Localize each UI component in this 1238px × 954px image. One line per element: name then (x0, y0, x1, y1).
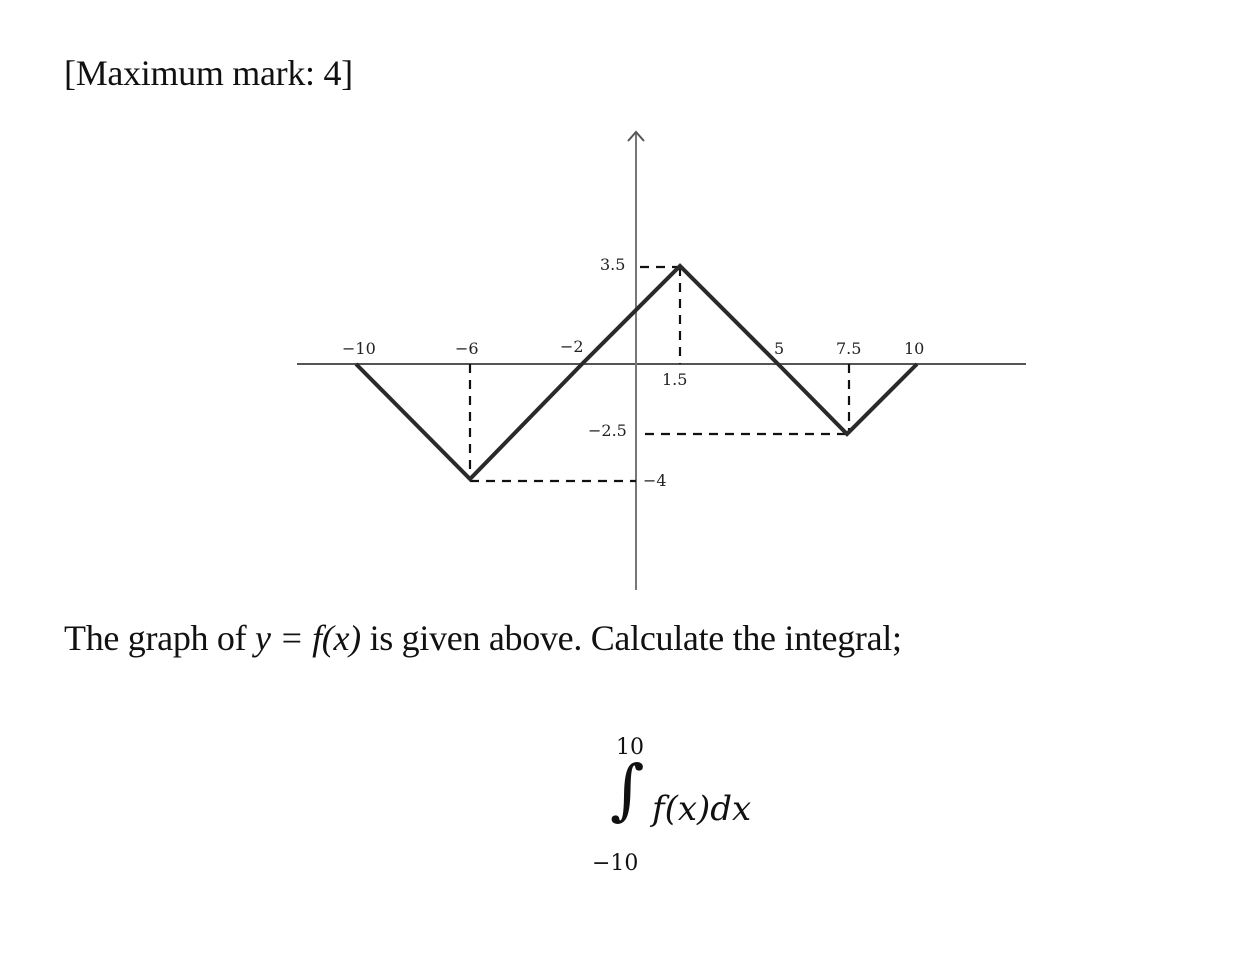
y-label-neg2.5: −2.5 (588, 421, 627, 440)
x-label-7.5: 7.5 (836, 339, 861, 358)
y-label-3.5: 3.5 (600, 255, 625, 274)
function-expression: y = f(x) (255, 618, 361, 658)
question-text: The graph of y = f(x) is given above. Ca… (64, 617, 902, 659)
x-label-10: 10 (904, 339, 924, 358)
integral-expression: 10 ∫ −10 f(x)dx (580, 735, 820, 885)
x-label-neg6: −6 (455, 339, 479, 358)
question-prefix: The graph of (64, 618, 256, 658)
x-label-1.5: 1.5 (662, 370, 687, 389)
y-label-neg4: −4 (643, 471, 667, 490)
integral-sign-icon: ∫ (610, 751, 645, 828)
integrand: f(x)dx (652, 789, 752, 829)
x-label-neg10: −10 (342, 339, 376, 358)
function-line (354, 263, 919, 482)
integral-lower-limit: −10 (592, 851, 639, 876)
y-axis-arrow-icon (627, 130, 645, 142)
question-suffix: is given above. Calculate the integral; (360, 618, 902, 658)
integral-upper-limit: 10 (616, 735, 644, 760)
x-label-5: 5 (774, 339, 784, 358)
maximum-mark: [Maximum mark: 4] (64, 53, 353, 93)
guide-lines (468, 265, 851, 483)
x-label-neg2: −2 (560, 337, 584, 356)
